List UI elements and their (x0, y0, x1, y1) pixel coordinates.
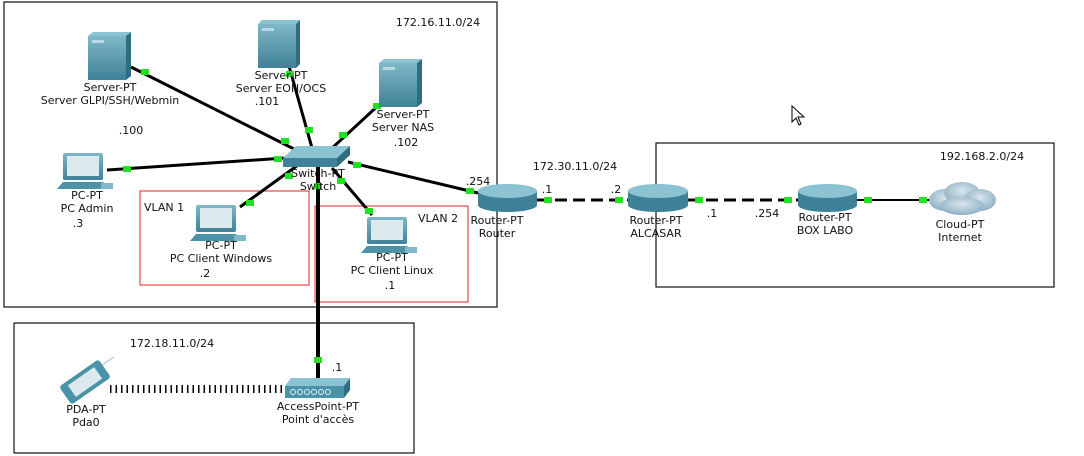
device-name-label: Switch (300, 180, 336, 193)
device-type-label: PDA-PT (66, 403, 106, 416)
device-name-label: BOX LABO (797, 224, 854, 237)
link-switch-router[interactable] (347, 160, 479, 195)
pc-icon[interactable] (361, 217, 417, 253)
zone-wan-label: 172.30.11.0/24 (533, 160, 617, 173)
device-name-label: Server EON/OCS (236, 82, 326, 95)
ip-label: .100 (119, 124, 144, 137)
vlan2-label: VLAN 2 (418, 212, 458, 225)
device-type-label: PC-PT (205, 239, 237, 252)
port-indicators (123, 69, 927, 363)
router-icon[interactable] (798, 184, 857, 212)
ip-label: .1 (542, 183, 553, 196)
ip-label: .254 (755, 207, 780, 220)
ip-label: .2 (200, 267, 211, 280)
zone-lan-box (3, 1, 498, 308)
vlan1-label: VLAN 1 (144, 201, 184, 214)
router-icon[interactable] (478, 184, 537, 212)
device-type-label: AccessPoint-PT (277, 400, 360, 413)
device-type-label: Switch-PT (291, 167, 345, 180)
device-name-label: Internet (938, 231, 982, 244)
zone-wifi-box (13, 322, 415, 454)
ip-label: .1 (707, 207, 718, 220)
link-eon-switch[interactable] (287, 65, 314, 149)
device-type-label: Router-PT (629, 214, 682, 227)
device-name-label: Server GLPI/SSH/Webmin (41, 94, 180, 107)
device-name-label: Server NAS (372, 121, 434, 134)
device-name-label: ALCASAR (630, 227, 682, 240)
device-name-label: PC Client Windows (170, 252, 273, 265)
link-nas-switch[interactable] (328, 100, 384, 152)
device-name-label: Pda0 (72, 416, 99, 429)
ip-label: .3 (73, 217, 84, 230)
device-type-label: Server-PT (377, 108, 430, 121)
zone-labo-label: 192.168.2.0/24 (940, 150, 1024, 163)
device-name-label: Point d'accès (282, 413, 354, 426)
server-icon[interactable] (379, 59, 422, 107)
pc-icon[interactable] (190, 205, 246, 241)
device-type-label: Server-PT (255, 69, 308, 82)
mouse-cursor-icon (791, 104, 806, 126)
cloud-icon[interactable] (929, 182, 996, 215)
vlan1-box (139, 190, 310, 286)
switch-icon[interactable] (283, 146, 350, 167)
zone-labo-box (655, 142, 1055, 288)
device-type-label: Server-PT (84, 81, 137, 94)
link-admin-switch[interactable] (106, 156, 286, 172)
links (106, 65, 930, 378)
device-name-label: PC Client Linux (351, 264, 434, 277)
pc-icon[interactable] (57, 153, 113, 189)
device-type-label: Cloud-PT (936, 218, 985, 231)
device-type-label: Router-PT (798, 211, 851, 224)
device-type-label: Router-PT (470, 214, 523, 227)
zone-lan-label: 172.16.11.0/24 (396, 16, 480, 29)
ip-label: .102 (394, 136, 419, 149)
ip-label: .1 (385, 279, 396, 292)
link-glpi-switch[interactable] (130, 65, 301, 154)
access-point-icon[interactable] (285, 378, 350, 398)
zone-wifi-label: 172.18.11.0/24 (130, 337, 214, 350)
device-name-label: Router (479, 227, 516, 240)
server-icon[interactable] (258, 20, 300, 68)
server-icon[interactable] (88, 32, 131, 80)
device-type-label: PC-PT (376, 251, 408, 264)
pda-icon[interactable] (59, 351, 122, 405)
ip-label: .254 (466, 175, 491, 188)
vlan2-box (314, 205, 469, 303)
ip-label: .101 (255, 95, 280, 108)
ip-label: .1 (332, 361, 343, 374)
device-name-label: PC Admin (61, 202, 114, 215)
device-type-label: PC-PT (71, 189, 103, 202)
ip-label: .2 (611, 183, 622, 196)
link-linux-switch[interactable] (330, 167, 374, 216)
router-icon[interactable] (628, 184, 688, 212)
